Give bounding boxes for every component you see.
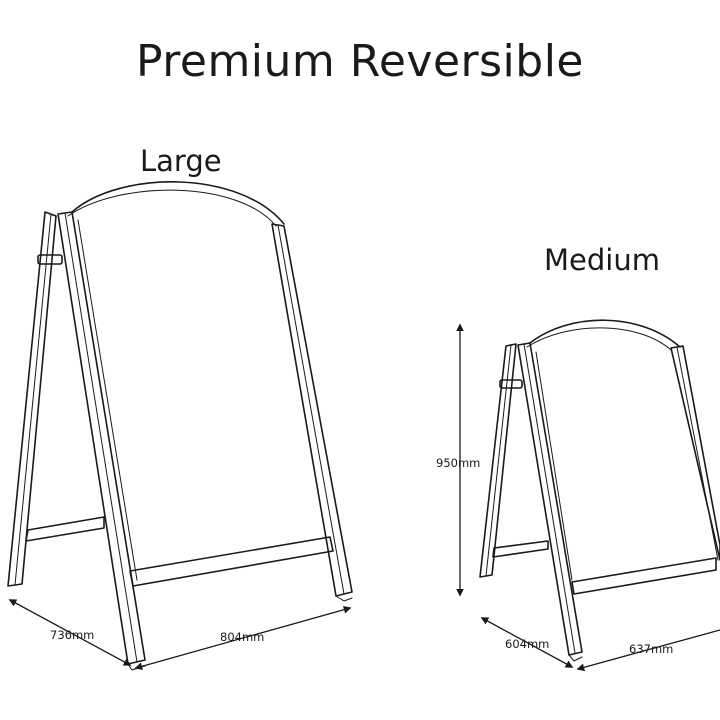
medium-front-right-post <box>670 345 720 561</box>
large-rear-leg <box>7 211 57 587</box>
medium-rear-leg <box>479 343 517 578</box>
medium-width-dimension-line <box>576 629 720 672</box>
medium-rear-crossbar <box>492 540 549 558</box>
large-rear-crossbar <box>25 516 105 542</box>
large-width-dimension-line <box>134 605 352 671</box>
large-front-crossbar <box>129 536 334 587</box>
page-title: Premium Reversible <box>135 36 584 87</box>
large-depth-dimension-line <box>8 599 132 666</box>
medium-size-label: Medium <box>544 243 660 277</box>
medium-height-dimension: 950mm <box>436 456 481 470</box>
medium-front-crossbar <box>571 557 717 595</box>
medium-hinge <box>499 379 523 389</box>
large-front-right-post <box>271 223 353 597</box>
medium-arched-top <box>529 319 681 348</box>
medium-front-left-post <box>517 342 583 656</box>
large-width-dimension: 804mm <box>220 630 265 644</box>
large-depth-dimension: 736mm <box>50 628 95 642</box>
medium-board-drawing <box>479 319 720 662</box>
large-size-label: Large <box>140 144 222 178</box>
large-hinge <box>37 254 63 265</box>
large-arched-top <box>71 181 285 225</box>
medium-width-dimension: 637mm <box>629 642 674 656</box>
large-board-drawing <box>7 181 353 671</box>
medium-depth-dimension-line <box>480 617 574 668</box>
medium-depth-dimension: 604mm <box>505 637 550 651</box>
